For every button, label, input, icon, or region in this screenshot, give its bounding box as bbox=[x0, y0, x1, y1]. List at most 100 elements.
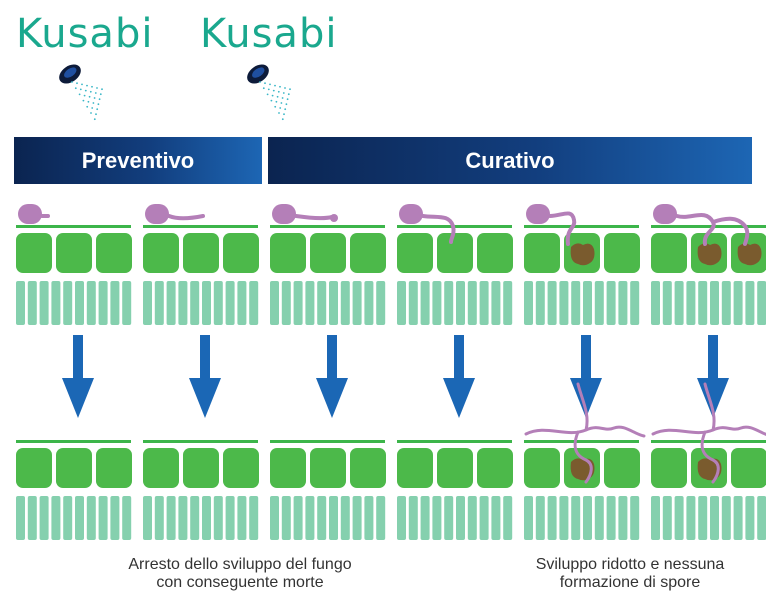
palisade-cell bbox=[408, 496, 418, 540]
epidermis-line bbox=[16, 440, 131, 443]
palisade-cell bbox=[364, 496, 374, 540]
palisade-cell bbox=[352, 496, 362, 540]
leaf-cell bbox=[604, 448, 640, 488]
palisade-cell bbox=[674, 281, 684, 325]
palisade-cell bbox=[686, 496, 696, 540]
palisade-cell bbox=[606, 496, 616, 540]
epidermis-line bbox=[524, 440, 639, 443]
leaf-cell bbox=[223, 233, 259, 273]
kusabi-logo-1: Kusabi bbox=[16, 11, 154, 57]
spray-droplet bbox=[79, 88, 82, 91]
palisade-cell bbox=[51, 496, 61, 540]
palisade-cell bbox=[293, 496, 303, 540]
header-preventive: Preventivo bbox=[14, 137, 262, 184]
palisade-cell bbox=[376, 496, 386, 540]
palisade-cell bbox=[317, 496, 327, 540]
palisade-cell bbox=[16, 281, 25, 325]
fungal-hypha bbox=[294, 214, 334, 221]
palisade-cell bbox=[524, 281, 533, 325]
palisade-cell bbox=[757, 496, 766, 540]
leaf-cell bbox=[651, 448, 687, 488]
down-arrow-shaft bbox=[73, 335, 83, 385]
palisade-cell bbox=[547, 281, 557, 325]
palisade-cell bbox=[686, 281, 696, 325]
down-arrow-icon bbox=[189, 378, 221, 418]
spray-droplet bbox=[86, 105, 89, 108]
header-preventive-label: Preventivo bbox=[81, 147, 195, 173]
palisade-cell bbox=[237, 281, 247, 325]
palisade-cell bbox=[547, 496, 557, 540]
spray-droplet bbox=[287, 93, 290, 96]
palisade-cell bbox=[397, 496, 406, 540]
palisade-cell bbox=[293, 281, 303, 325]
leaf-cell bbox=[477, 448, 513, 488]
leaf-cell bbox=[310, 233, 346, 273]
caption-curative-line2: formazione di spore bbox=[559, 574, 701, 591]
palisade-cell bbox=[630, 496, 640, 540]
palisade-cell bbox=[63, 496, 73, 540]
palisade-cell bbox=[154, 281, 164, 325]
palisade-cell bbox=[618, 496, 628, 540]
spray-droplet bbox=[76, 82, 78, 85]
leaf-cell bbox=[96, 233, 132, 273]
palisade-cell bbox=[281, 281, 291, 325]
fungal-hypha bbox=[167, 214, 205, 221]
palisade-cell bbox=[618, 281, 628, 325]
fungal-spore-icon bbox=[18, 204, 42, 224]
down-arrow-icon bbox=[316, 378, 348, 418]
caption-preventive: Arresto dello sviluppo del fungo con con… bbox=[60, 556, 420, 592]
palisade-cell bbox=[571, 281, 581, 325]
leaf-cell bbox=[604, 233, 640, 273]
palisade-cell bbox=[479, 496, 489, 540]
palisade-cell bbox=[166, 496, 176, 540]
header-curative-label: Curativo bbox=[465, 147, 555, 173]
palisade-cell bbox=[317, 281, 327, 325]
epidermis-line bbox=[16, 225, 131, 228]
spray-droplet bbox=[278, 112, 280, 114]
palisade-cell bbox=[535, 496, 545, 540]
palisade-cell bbox=[249, 496, 259, 540]
palisade-cell bbox=[559, 496, 569, 540]
palisade-cell bbox=[305, 281, 315, 325]
spray-droplet bbox=[93, 97, 96, 99]
leaf-cell bbox=[16, 233, 52, 273]
leaf-cell bbox=[437, 233, 473, 273]
palisade-cell bbox=[86, 496, 96, 540]
spray-droplet bbox=[269, 83, 271, 86]
epidermis-line bbox=[270, 440, 385, 443]
spray-droplet bbox=[266, 93, 269, 96]
hypha-tip bbox=[330, 214, 338, 222]
epidermis-line bbox=[270, 225, 385, 228]
leaf-cell bbox=[397, 233, 433, 273]
fungal-lesion bbox=[697, 243, 722, 266]
spray-droplet bbox=[83, 94, 86, 97]
palisade-cell bbox=[456, 281, 465, 325]
epidermis-line bbox=[397, 440, 512, 443]
leaf-cell bbox=[651, 233, 687, 273]
palisade-cell bbox=[237, 496, 247, 540]
spray-droplet bbox=[82, 99, 85, 102]
spray-droplet bbox=[277, 90, 280, 93]
spray-droplet bbox=[74, 87, 77, 90]
leaf-cell bbox=[524, 448, 560, 488]
palisade-cell bbox=[270, 496, 279, 540]
epidermis-line bbox=[524, 225, 639, 228]
palisade-cell bbox=[491, 281, 501, 325]
palisade-cell bbox=[143, 281, 152, 325]
spray-droplet bbox=[88, 95, 91, 98]
down-arrow-shaft bbox=[581, 335, 591, 385]
palisade-cell bbox=[721, 496, 731, 540]
palisade-cell bbox=[432, 281, 442, 325]
spray-droplet bbox=[78, 93, 81, 96]
palisade-cell bbox=[225, 281, 235, 325]
palisade-cell bbox=[420, 281, 430, 325]
spray-droplet bbox=[84, 89, 87, 92]
spray-droplet bbox=[87, 100, 90, 103]
caption-curative: Sviluppo ridotto e nessuna formazione di… bbox=[500, 556, 760, 592]
caption-preventive-line2: con conseguente morte bbox=[156, 574, 324, 591]
down-arrow-shaft bbox=[327, 335, 337, 385]
palisade-cell bbox=[27, 281, 37, 325]
palisade-cell bbox=[408, 281, 418, 325]
palisade-cell bbox=[178, 281, 188, 325]
leaf-cell bbox=[96, 448, 132, 488]
